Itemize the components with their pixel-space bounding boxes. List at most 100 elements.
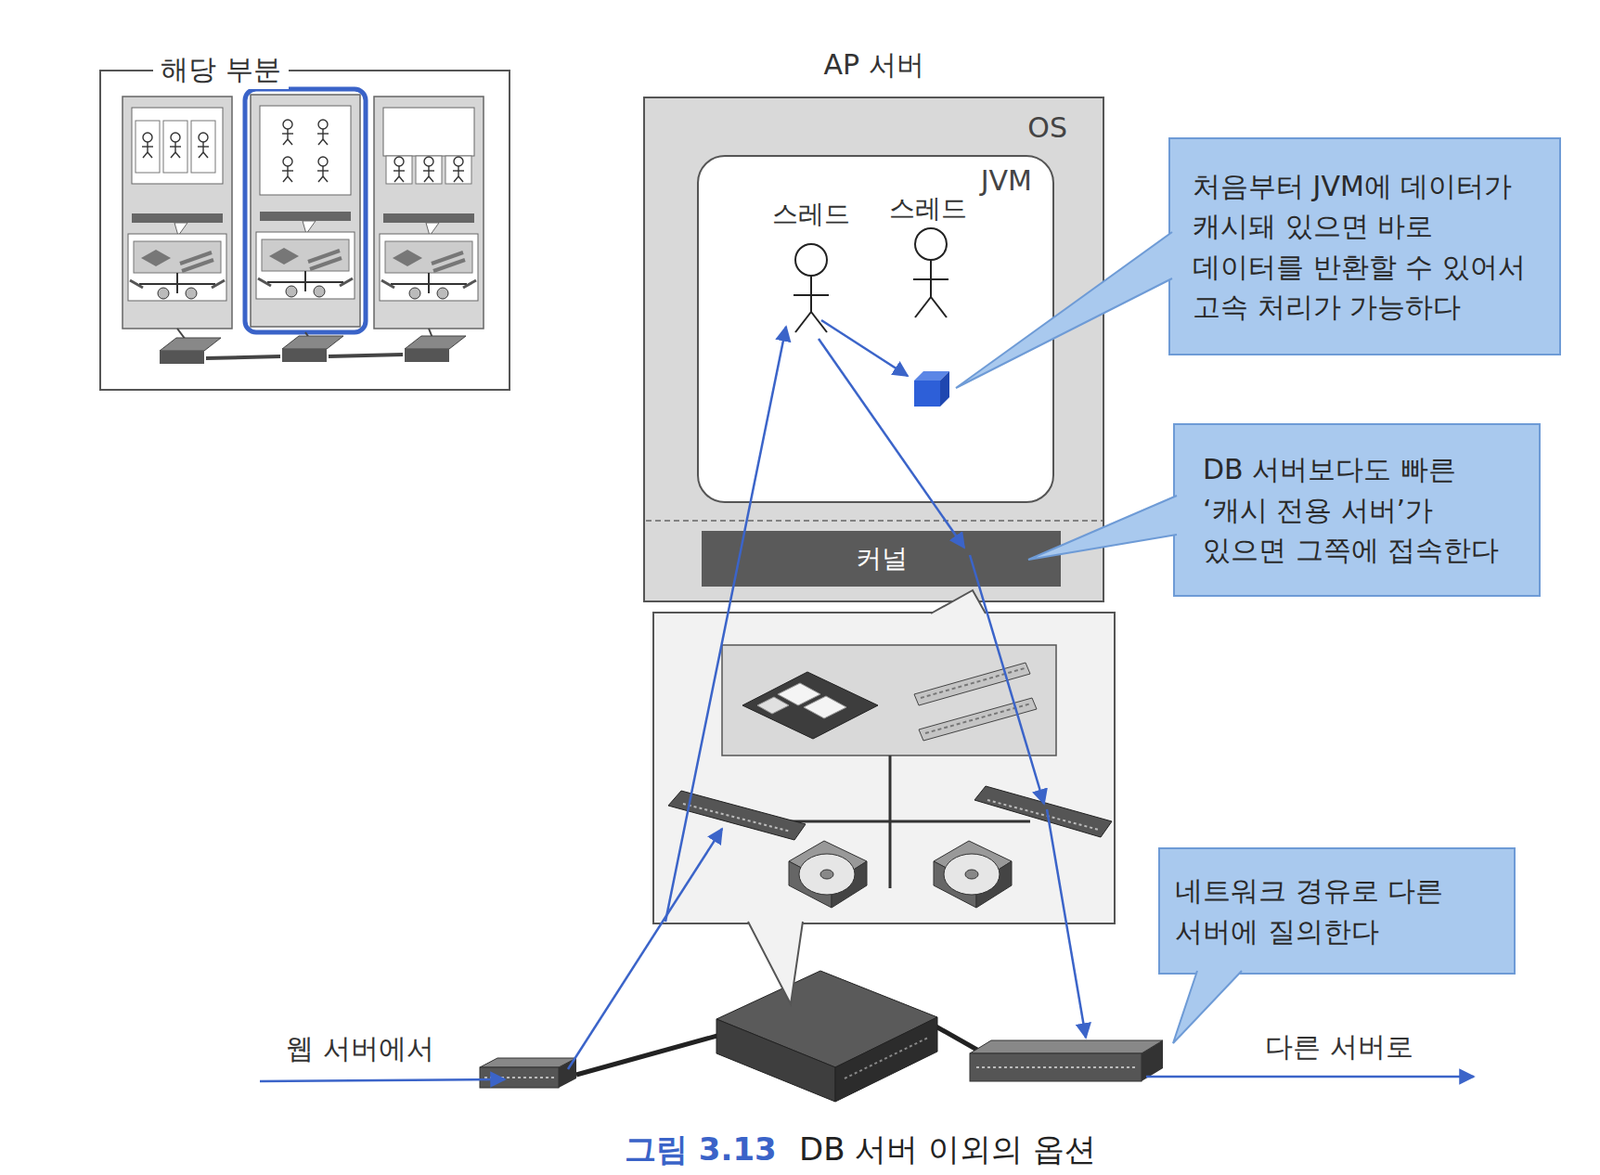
network-devices xyxy=(976,1066,1136,1069)
thumbnail-servers xyxy=(197,132,209,158)
hardware-box xyxy=(914,662,1031,706)
thumbnail-servers xyxy=(404,335,466,349)
network-devices xyxy=(479,970,1163,1102)
frame-heading: 해당 부분 xyxy=(153,51,289,90)
destination-label: 다른 서버로 xyxy=(1264,1028,1414,1067)
thumbnail-frame: 해당 부분 xyxy=(99,69,511,391)
callout-box: DB 서버보다도 빠른 ‘캐시 전용 서버’가 있으면 그쪽에 접속한다 xyxy=(1173,423,1541,597)
hardware-box xyxy=(974,786,1112,838)
figure-number-holder: 그림 3.13 xyxy=(624,1128,777,1172)
jvm-label-holder: JVM xyxy=(980,164,1033,197)
thumbnail-servers xyxy=(282,156,294,182)
thumbnail-servers xyxy=(317,156,329,182)
thumbnail-servers xyxy=(383,107,475,156)
thumbnail-servers xyxy=(404,348,450,362)
network-devices xyxy=(835,1017,938,1102)
thumbnail-servers xyxy=(386,155,413,184)
thumbnail-servers xyxy=(206,356,281,359)
network-devices xyxy=(969,1040,1163,1054)
thumbnail-servers xyxy=(159,337,221,351)
flow-arrow xyxy=(1046,809,1086,1038)
hardware-box xyxy=(761,820,1031,824)
frame-heading-holder: 해당 부분 xyxy=(153,51,289,90)
thumbnail-servers xyxy=(415,155,442,184)
hardware-box xyxy=(803,696,847,719)
callout-text: 네트워크 경유로 다른 서버에 질의한다 xyxy=(1174,870,1499,952)
destination-label-holder: 다른 서버로 xyxy=(1264,1028,1414,1067)
thumbnail-servers xyxy=(131,107,223,184)
ap-server-box: AP 서버OSJVM커널 xyxy=(643,96,1105,603)
hardware-box xyxy=(943,853,1000,895)
hardware-box xyxy=(653,612,1115,924)
source-label-holder: 웹 서버에서 xyxy=(285,1030,435,1069)
hardware-box xyxy=(742,671,878,739)
thumbnail-servers xyxy=(159,350,205,364)
hardware-box xyxy=(668,790,806,840)
callout-pointer xyxy=(1173,970,1242,1044)
thumbnail-servers xyxy=(374,96,484,329)
thumbnail-servers xyxy=(135,120,160,173)
thread-label-holder: 스레드 xyxy=(889,191,968,227)
callout-text: 처음부터 JVM에 데이터가 캐시돼 있으면 바로 데이터를 반환할 수 있어서… xyxy=(1192,166,1537,328)
hardware-box xyxy=(799,853,855,895)
os-label-holder: OS xyxy=(1027,111,1068,144)
thumbnail-servers xyxy=(163,120,188,173)
hardware-box xyxy=(918,697,1037,741)
thumbnail-servers xyxy=(317,119,329,145)
figure-caption: DB 서버 이외의 옵션 xyxy=(799,1128,1097,1172)
hardware-box xyxy=(920,668,1025,698)
jvm-label: JVM xyxy=(980,164,1033,197)
network-devices xyxy=(969,1053,1142,1082)
network-devices xyxy=(932,1024,982,1053)
caption-holder: DB 서버 이외의 옵션 xyxy=(799,1128,1097,1172)
callout-box: 처음부터 JVM에 데이터가 캐시돼 있으면 바로 데이터를 반환할 수 있어서… xyxy=(1168,137,1562,356)
thumbnail-servers xyxy=(328,354,403,357)
callout-text: DB 서버보다도 빠른 ‘캐시 전용 서버’가 있으면 그쪽에 접속한다 xyxy=(1202,449,1511,571)
hardware-box xyxy=(683,803,791,832)
kernel-band: 커널 xyxy=(701,530,1061,587)
switch-pointer xyxy=(748,921,803,1005)
thumbnail-servers xyxy=(393,156,405,182)
network-devices xyxy=(1141,1040,1163,1082)
hardware-box xyxy=(925,703,1032,734)
hardware-box xyxy=(820,869,834,879)
thumbnail-servers xyxy=(250,94,361,327)
thumbnail-servers xyxy=(122,96,233,329)
flow-arrow xyxy=(259,1079,505,1082)
thread-label-holder: 스레드 xyxy=(772,196,851,233)
thread-label: 스레드 xyxy=(889,191,968,227)
thumbnail-servers xyxy=(245,89,366,333)
network-devices xyxy=(484,1076,555,1079)
hardware-box xyxy=(722,645,1057,756)
thumbnail-servers xyxy=(259,105,351,195)
thumbnail-servers xyxy=(169,132,181,158)
box-heading-holder: AP 서버 xyxy=(645,46,1103,85)
network-devices xyxy=(716,1019,836,1102)
callout-box: 네트워크 경유로 다른 서버에 질의한다 xyxy=(1158,847,1516,975)
kernel-label: 커널 xyxy=(855,541,908,577)
hardware-box xyxy=(987,800,1099,830)
os-label: OS xyxy=(1027,111,1068,144)
thumbnail-servers xyxy=(141,132,154,158)
network-devices xyxy=(844,1037,929,1079)
hardware-box xyxy=(757,696,789,714)
flow-arrow xyxy=(1146,1075,1474,1079)
network-devices xyxy=(576,1033,724,1075)
thumbnail-servers xyxy=(452,156,465,182)
hardware-box xyxy=(965,869,979,879)
network-devices xyxy=(558,1058,577,1088)
thumbnail-servers xyxy=(423,156,435,182)
thumbnail-servers xyxy=(282,348,327,362)
thread-label: 스레드 xyxy=(772,196,851,233)
thumbnail-servers xyxy=(282,119,294,145)
box-heading: AP 서버 xyxy=(645,46,1103,85)
thumbnail-servers xyxy=(191,120,216,173)
figure-number: 그림 3.13 xyxy=(624,1128,777,1172)
hardware-box xyxy=(653,612,1115,924)
flow-arrow xyxy=(567,828,723,1070)
source-label: 웹 서버에서 xyxy=(285,1030,435,1069)
network-devices xyxy=(479,1067,559,1088)
thumbnail-servers xyxy=(122,89,484,364)
thumbnail-servers xyxy=(445,155,472,184)
